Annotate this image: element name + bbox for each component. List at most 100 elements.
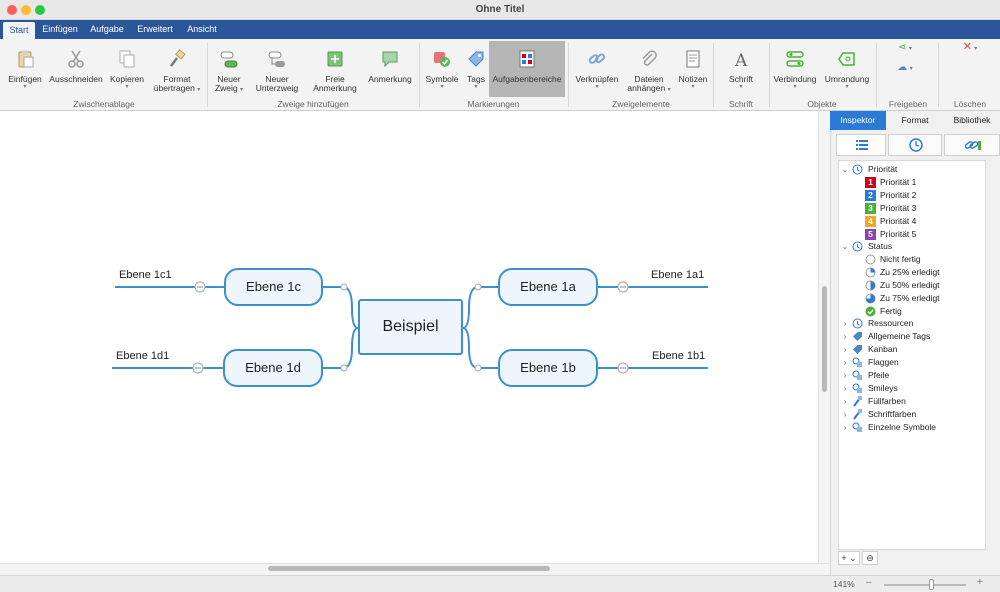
minimize-window-button[interactable]: [21, 5, 31, 15]
subtopic-ebene-1d1[interactable]: Ebene 1d1: [116, 350, 170, 362]
tree-item-prioritaet-3[interactable]: 3 Priorität 3: [839, 202, 985, 215]
tree-label: Priorität: [868, 164, 898, 174]
subtopic-ebene-1b1[interactable]: Ebene 1b1: [652, 350, 706, 362]
horizontal-scroll-thumb[interactable]: [268, 566, 550, 571]
tree-item-nicht-fertig[interactable]: Nicht fertig: [839, 253, 985, 266]
tree-item-prioritaet-5[interactable]: 5 Priorität 5: [839, 228, 985, 241]
cut-button[interactable]: Ausschneiden: [48, 41, 104, 97]
share-button[interactable]: ⋖ ▾: [898, 42, 912, 53]
topic-ebene-1c[interactable]: Ebene 1c: [224, 268, 323, 306]
zoom-slider-handle[interactable]: [929, 579, 934, 590]
tab-format[interactable]: Format: [901, 115, 929, 125]
topic-ebene-1a[interactable]: Ebene 1a: [498, 268, 598, 306]
task-areas-button[interactable]: Aufgabenbereiche: [489, 41, 565, 97]
inspector-footer: + ⌄ ⊖: [838, 551, 986, 565]
tree-item-prioritaet-2[interactable]: 2 Priorität 2: [839, 189, 985, 202]
central-topic[interactable]: Beispiel: [358, 299, 463, 355]
free-note-button[interactable]: Freie Anmerkung: [310, 41, 360, 97]
tags-button[interactable]: Tags▾: [464, 41, 488, 97]
tree-item-smileys[interactable]: › Smileys: [839, 382, 985, 395]
tree-item-ressourcen[interactable]: › Ressourcen: [839, 317, 985, 330]
tab-ansicht[interactable]: Ansicht: [187, 24, 217, 34]
format-painter-button[interactable]: Format übertragen ▾: [150, 41, 204, 97]
tree-item-einzelne-symbole[interactable]: › Einzelne Symbole: [839, 421, 985, 434]
zoom-window-button[interactable]: [35, 5, 45, 15]
new-subbranch-label-1: Neuer: [265, 74, 289, 84]
new-branch-button[interactable]: Neuer Zweig ▾: [210, 41, 248, 97]
cloud-share-button[interactable]: ☁ ▾: [897, 62, 913, 73]
add-symbol-button[interactable]: + ⌄: [838, 551, 860, 565]
free-note-label-2: Anmerkung: [313, 83, 357, 93]
tree-item-prioritaet[interactable]: ⌄ Priorität: [839, 163, 985, 176]
tree-item-status[interactable]: ⌄ Status: [839, 240, 985, 253]
tab-start[interactable]: Start: [3, 22, 35, 39]
connection-button[interactable]: Verbindung▾: [772, 41, 818, 97]
tree-item-allgemeine-tags[interactable]: › Allgemeine Tags: [839, 330, 985, 343]
subtopic-ebene-1c1[interactable]: Ebene 1c1: [119, 269, 172, 281]
tree-item-schriftfarben[interactable]: › Schriftfarben: [839, 408, 985, 421]
group-separator: [876, 43, 877, 107]
chevron-down-icon[interactable]: ⌄: [841, 242, 849, 251]
chevron-right-icon[interactable]: ›: [843, 371, 847, 380]
tree-item-pfeile[interactable]: › Pfeile: [839, 369, 985, 382]
brush-icon: [167, 49, 187, 69]
tree-item-kanban[interactable]: › Kanban: [839, 343, 985, 356]
new-subbranch-button[interactable]: Neuer Unterzweig: [252, 41, 302, 97]
title-bar: Ohne Titel: [0, 0, 1000, 20]
subtab-links[interactable]: [944, 134, 1000, 156]
subtab-task[interactable]: [888, 134, 942, 156]
delete-button[interactable]: ✕ ▾: [962, 41, 978, 53]
copy-button[interactable]: Kopieren▾: [106, 41, 148, 97]
tree-label: Priorität 4: [880, 216, 917, 226]
tab-erweitert[interactable]: Erweitert: [137, 24, 173, 34]
boundary-button[interactable]: Umrandung▾: [822, 41, 872, 97]
close-window-button[interactable]: [7, 5, 17, 15]
tree-item-prioritaet-4[interactable]: 4 Priorität 4: [839, 215, 985, 228]
new-branch-label-2: Zweig: [214, 83, 238, 93]
zoom-slider[interactable]: [884, 584, 966, 586]
tree-item-50[interactable]: Zu 50% erledigt: [839, 279, 985, 292]
chevron-right-icon[interactable]: ›: [843, 319, 847, 328]
subtopic-ebene-1a1[interactable]: Ebene 1a1: [651, 269, 705, 281]
topic-ebene-1b[interactable]: Ebene 1b: [498, 349, 598, 387]
chevron-right-icon[interactable]: ›: [843, 397, 847, 406]
link-button[interactable]: Verknüpfen▾: [572, 41, 622, 97]
chevron-right-icon[interactable]: ›: [843, 332, 847, 341]
chevron-down-icon[interactable]: ⌄: [841, 165, 849, 174]
progress-75-icon: [865, 293, 876, 304]
tab-einfuegen[interactable]: Einfügen: [42, 24, 78, 34]
tab-aufgabe[interactable]: Aufgabe: [90, 24, 124, 34]
zoom-in-button[interactable]: +: [977, 577, 983, 588]
notes-label: Notizen: [678, 74, 708, 84]
tree-label: Status: [868, 241, 893, 251]
tab-inspektor[interactable]: Inspektor: [830, 111, 886, 130]
tree-item-prioritaet-1[interactable]: 1 Priorität 1: [839, 176, 985, 189]
note-button[interactable]: Anmerkung: [364, 41, 416, 97]
mindmap-canvas[interactable]: Beispiel Ebene 1a Ebene 1b Ebene 1c Eben…: [0, 111, 818, 563]
paste-button[interactable]: Einfügen▾: [4, 41, 46, 97]
tree-item-fuellfarben[interactable]: › Füllfarben: [839, 395, 985, 408]
topic-ebene-1d[interactable]: Ebene 1d: [223, 349, 323, 387]
attach-files-label-2: anhängen: [627, 83, 666, 93]
chevron-right-icon[interactable]: ›: [843, 384, 847, 393]
notes-button[interactable]: Notizen▾: [676, 41, 710, 97]
tree-item-75[interactable]: Zu 75% erledigt: [839, 292, 985, 305]
chevron-right-icon[interactable]: ›: [843, 345, 847, 354]
attach-files-button[interactable]: Dateien anhängen ▾: [626, 41, 672, 97]
chevron-right-icon[interactable]: ›: [843, 423, 847, 432]
font-button[interactable]: A Schrift▾: [728, 51, 754, 90]
group-freigeben: Freigeben: [888, 99, 928, 109]
chevron-right-icon[interactable]: ›: [843, 358, 847, 367]
tab-bibliothek[interactable]: Bibliothek: [953, 115, 991, 125]
tree-item-fertig[interactable]: Fertig: [839, 305, 985, 318]
chevron-right-icon[interactable]: ›: [843, 410, 847, 419]
progress-0-icon: [865, 254, 876, 265]
tree-item-flaggen[interactable]: › Flaggen: [839, 356, 985, 369]
tree-item-25[interactable]: Zu 25% erledigt: [839, 266, 985, 279]
subtab-list[interactable]: [836, 134, 886, 156]
vertical-scroll-thumb[interactable]: [822, 286, 827, 392]
zoom-out-button[interactable]: –: [866, 577, 872, 588]
symbols-button[interactable]: Symbole▾: [422, 41, 462, 97]
font-label: Schrift: [728, 74, 754, 84]
remove-symbol-button[interactable]: ⊖: [862, 551, 878, 565]
